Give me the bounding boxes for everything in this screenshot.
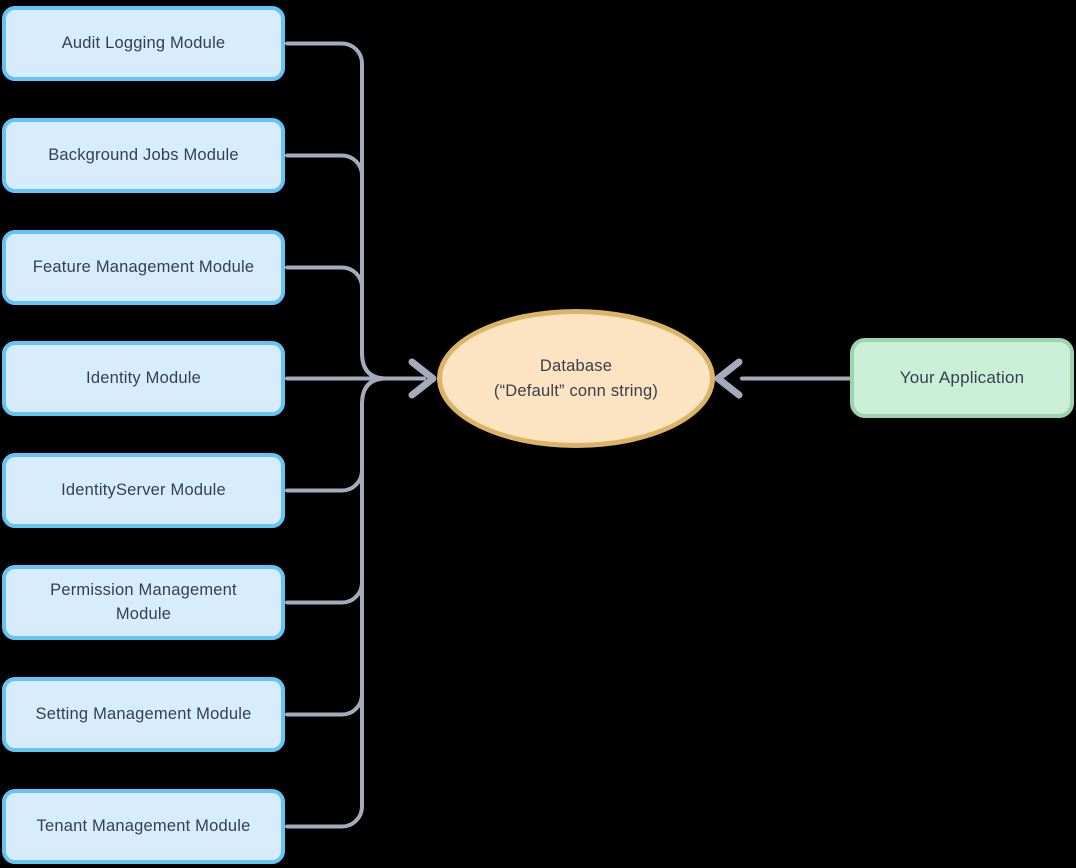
connector-audit-logging [285, 41, 364, 66]
connector-identityserver [285, 468, 364, 493]
module-label: Permission Management Module [50, 580, 237, 623]
connector-tenant-management [285, 804, 364, 829]
application-label: Your Application [899, 367, 1025, 387]
module-box-tenant-management: Tenant Management Module [2, 789, 285, 864]
application-to-database-arrowhead-icon [714, 358, 743, 399]
trunk-top-connector [360, 61, 426, 381]
module-box-identityserver: IdentityServer Module [2, 453, 285, 528]
modules-to-database-arrowhead-icon [408, 358, 437, 399]
module-label: Tenant Management Module [36, 816, 251, 835]
database-conn-string: (“Default” conn string) [493, 381, 659, 400]
module-box-audit-logging: Audit Logging Module [2, 6, 285, 81]
module-box-setting-management: Setting Management Module [2, 677, 285, 752]
module-label: Background Jobs Module [48, 145, 239, 164]
module-label: IdentityServer Module [61, 480, 226, 499]
connector-permission-management [285, 580, 364, 605]
module-box-background-jobs: Background Jobs Module [2, 118, 285, 193]
database-node: Database (“Default” conn string) [437, 309, 715, 448]
module-box-feature-management: Feature Management Module [2, 230, 285, 305]
connector-feature-management [285, 265, 364, 290]
module-label: Audit Logging Module [61, 33, 226, 52]
module-label: Feature Management Module [32, 257, 255, 276]
module-label: Identity Module [86, 368, 201, 387]
application-node: Your Application [850, 338, 1074, 418]
module-label: Setting Management Module [35, 704, 252, 723]
connector-setting-management [285, 692, 364, 717]
connector-background-jobs [285, 153, 364, 178]
module-box-identity: Identity Module [2, 341, 285, 416]
module-box-permission-management: Permission Management Module [2, 565, 285, 640]
database-name: Database [539, 356, 613, 375]
trunk-bottom-connector [360, 376, 388, 809]
